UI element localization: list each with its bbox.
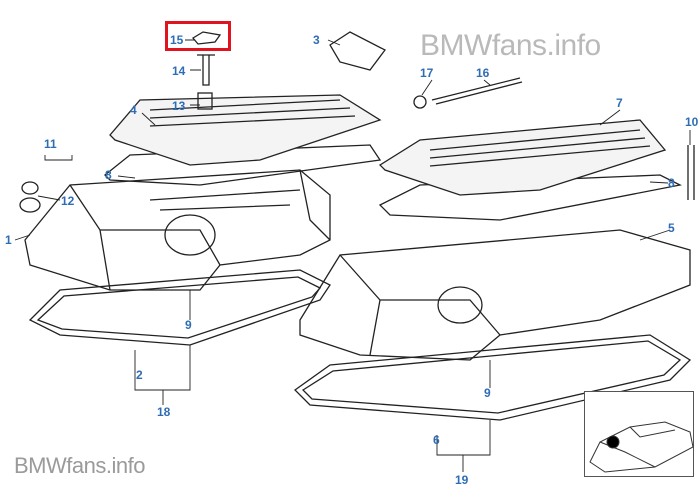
label-18[interactable]: 18 [157, 405, 171, 419]
label-4[interactable]: 4 [130, 103, 137, 117]
cover-4-left [109, 94, 382, 166]
watermark-bottom: BMWfans.info [14, 453, 145, 478]
label-19[interactable]: 19 [455, 473, 469, 487]
label-3[interactable]: 3 [313, 33, 320, 47]
label-12[interactable]: 12 [61, 194, 75, 208]
bolt-17 [413, 95, 427, 109]
label-8-right[interactable]: 8 [668, 176, 675, 190]
label-7[interactable]: 7 [616, 96, 623, 110]
label-1[interactable]: 1 [5, 233, 12, 247]
gasket-8-right [378, 174, 683, 221]
stud-10 [687, 145, 695, 200]
label-5[interactable]: 5 [668, 221, 675, 235]
gasket-right [293, 334, 692, 421]
label-10[interactable]: 10 [685, 115, 699, 129]
label-17[interactable]: 17 [420, 66, 434, 80]
bolt-14 [197, 54, 215, 86]
label-8-left[interactable]: 8 [105, 168, 112, 182]
cylinder-head-cover-left [24, 169, 331, 291]
label-11[interactable]: 11 [44, 137, 57, 151]
cylinder-head-cover-right [299, 229, 691, 361]
rod-16 [431, 77, 523, 105]
watermark-top: BMWfans.info [420, 29, 601, 62]
label-2[interactable]: 2 [136, 368, 143, 382]
label-9-left[interactable]: 9 [185, 318, 192, 332]
label-6[interactable]: 6 [433, 433, 440, 447]
label-16[interactable]: 16 [476, 66, 490, 80]
car-outline-icon [589, 421, 694, 473]
gasket-8-left [104, 144, 382, 186]
label-9-right[interactable]: 9 [484, 386, 491, 400]
grommet-13 [197, 92, 213, 110]
gasket-left [28, 269, 331, 346]
cap-3 [329, 31, 386, 71]
clip-15 [192, 31, 222, 45]
label-14[interactable]: 14 [172, 64, 186, 78]
car-location-inset [584, 391, 694, 477]
highlight-box-part-15 [165, 21, 231, 51]
label-13[interactable]: 13 [172, 99, 186, 113]
label-15[interactable]: 15 [170, 33, 184, 47]
